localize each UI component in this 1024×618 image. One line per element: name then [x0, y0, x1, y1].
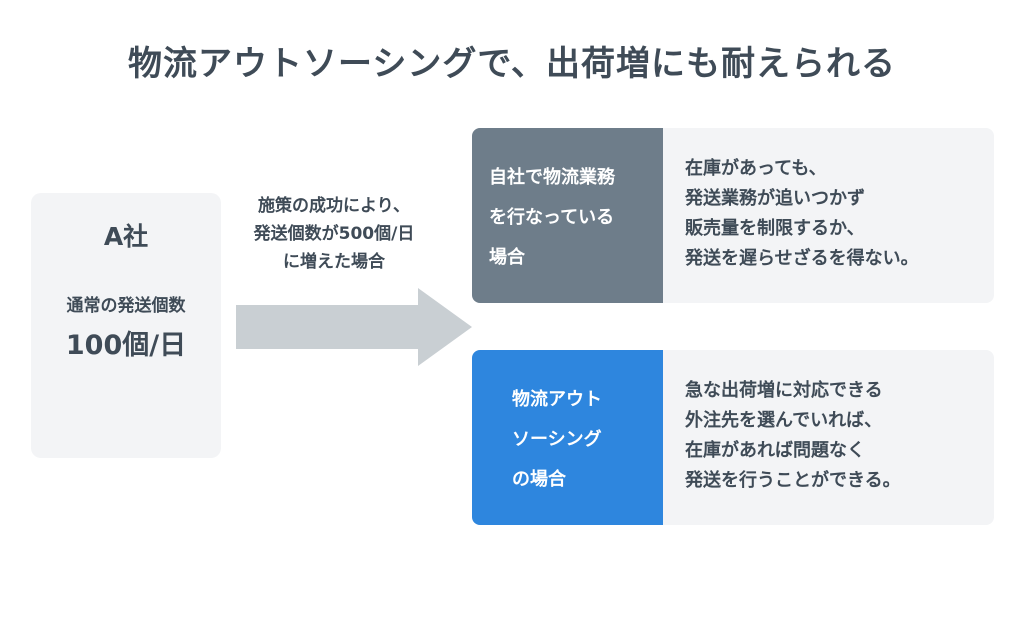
- shipping-volume-label: 通常の発送個数: [66, 296, 186, 316]
- case-desc-line: 外注先を選んでいれば、: [685, 410, 883, 431]
- case-desc-line: 発送を行うことができる。: [685, 470, 901, 491]
- arrow-caption-line: 施策の成功により、: [258, 196, 410, 216]
- shipping-volume-value: 100個/日: [65, 330, 187, 361]
- arrow-caption-line: に増えた場合: [283, 252, 385, 272]
- case-desc-line: 発送業務が追いつかず: [685, 188, 865, 209]
- company-name: A社: [103, 222, 149, 251]
- right-arrow-icon: [236, 288, 472, 366]
- case-in-house: 自社で物流業務 を行なっている 場合 在庫があっても、 発送業務が追いつかず 販…: [472, 128, 994, 303]
- arrow-shape: [236, 288, 472, 366]
- case-label-line: 物流アウト: [512, 389, 602, 410]
- case-desc-line: 在庫があっても、: [685, 158, 827, 179]
- case-desc-line: 急な出荷増に対応できる: [685, 380, 883, 401]
- case-label-line: ソーシング: [512, 429, 602, 450]
- case-outsourcing-label: 物流アウト ソーシング の場合: [472, 350, 663, 525]
- case-label-line: 自社で物流業務: [489, 167, 615, 188]
- case-label-line: を行なっている: [489, 207, 615, 228]
- case-in-house-description: 在庫があっても、 発送業務が追いつかず 販売量を制限するか、 発送を遅らせざるを…: [685, 154, 919, 274]
- case-label-line: の場合: [512, 469, 566, 490]
- case-label-line: 場合: [489, 247, 525, 268]
- case-outsourcing: 物流アウト ソーシング の場合 急な出荷増に対応できる 外注先を選んでいれば、 …: [472, 350, 994, 525]
- arrow-caption: 施策の成功により、 発送個数が500個/日 に増えた場合: [224, 192, 444, 276]
- case-desc-line: 発送を遅らせざるを得ない。: [685, 248, 919, 269]
- case-desc-line: 在庫があれば問題なく: [685, 440, 865, 461]
- page-title: 物流アウトソーシングで、出荷増にも耐えられる: [128, 44, 896, 84]
- case-outsourcing-description: 急な出荷増に対応できる 外注先を選んでいれば、 在庫があれば問題なく 発送を行う…: [685, 376, 901, 496]
- case-desc-line: 販売量を制限するか、: [685, 218, 865, 239]
- company-box: A社 通常の発送個数 100個/日: [31, 193, 221, 458]
- arrow-caption-line: 発送個数が500個/日: [253, 224, 415, 244]
- case-in-house-label: 自社で物流業務 を行なっている 場合: [472, 128, 663, 303]
